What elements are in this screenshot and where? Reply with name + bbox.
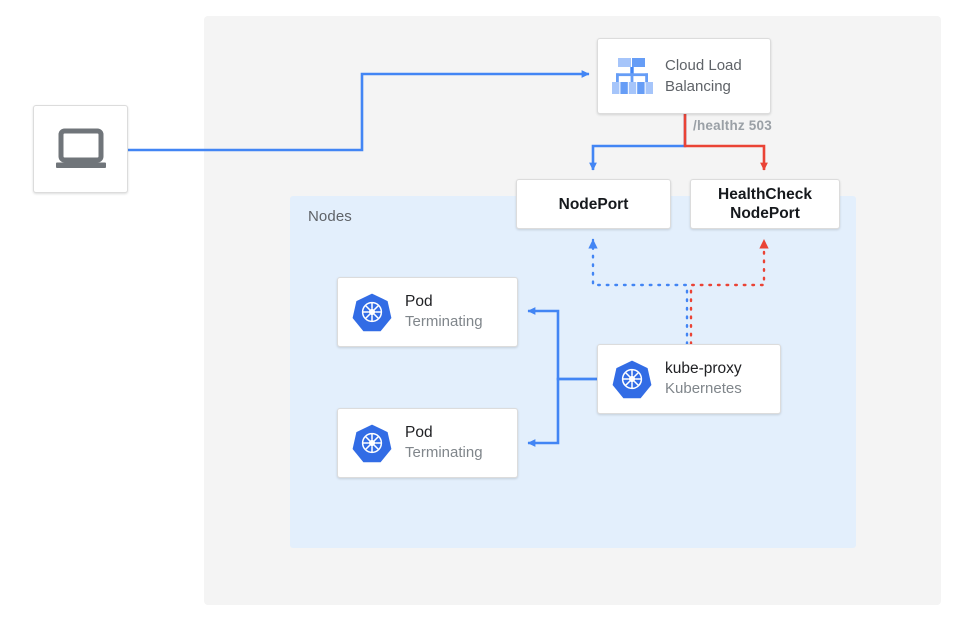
healthcheck-nodeport-label: HealthCheck NodePort bbox=[718, 185, 812, 223]
pod-2-title: Pod bbox=[405, 424, 433, 441]
cloud-load-balancing-label: Cloud Load Balancing bbox=[665, 55, 742, 97]
nodeport-node[interactable]: NodePort bbox=[516, 179, 671, 229]
edge-lb-to-nodeport bbox=[589, 114, 687, 171]
cloud-load-balancing-title-line2: Balancing bbox=[665, 78, 731, 95]
edge-kubeproxy-to-pod-2 bbox=[527, 377, 597, 447]
cloud-load-balancing-node[interactable]: Cloud Load Balancing bbox=[597, 38, 771, 114]
edge-kubeproxy-to-nodeport bbox=[588, 238, 689, 346]
pod-node-2[interactable]: Pod Terminating bbox=[337, 408, 518, 478]
kubernetes-icon bbox=[352, 424, 392, 463]
pod-1-text: Pod Terminating bbox=[405, 292, 483, 332]
kubernetes-icon bbox=[352, 293, 392, 332]
healthcheck-nodeport-label-line2: NodePort bbox=[730, 205, 800, 222]
nodes-region-label: Nodes bbox=[308, 208, 352, 225]
pod-1-title: Pod bbox=[405, 293, 433, 310]
edge-kubeproxy-to-pod-1 bbox=[527, 307, 597, 381]
kube-proxy-subtitle: Kubernetes bbox=[665, 380, 742, 397]
kube-proxy-node[interactable]: kube-proxy Kubernetes bbox=[597, 344, 781, 414]
healthcheck-nodeport-label-line1: HealthCheck bbox=[718, 186, 812, 203]
nodeport-label: NodePort bbox=[558, 195, 629, 213]
healthcheck-nodeport-node[interactable]: HealthCheck NodePort bbox=[690, 179, 840, 229]
kubernetes-icon bbox=[612, 360, 652, 399]
cloud-load-balancing-icon bbox=[612, 58, 653, 94]
laptop-icon bbox=[55, 128, 106, 168]
kube-proxy-text: kube-proxy Kubernetes bbox=[665, 359, 742, 399]
edge-client-to-load-balancer bbox=[128, 70, 590, 152]
pod-2-text: Pod Terminating bbox=[405, 423, 483, 463]
healthz-edge-label: /healthz 503 bbox=[693, 118, 772, 133]
pod-1-status: Terminating bbox=[405, 313, 483, 330]
kube-proxy-title: kube-proxy bbox=[665, 360, 742, 377]
pod-2-status: Terminating bbox=[405, 444, 483, 461]
edge-kubeproxy-to-healthcheck-nodeport bbox=[689, 238, 769, 346]
edge-lb-to-healthcheck-nodeport bbox=[683, 114, 768, 171]
client-node[interactable] bbox=[33, 105, 128, 193]
cloud-load-balancing-title-line1: Cloud Load bbox=[665, 57, 742, 74]
pod-node-1[interactable]: Pod Terminating bbox=[337, 277, 518, 347]
